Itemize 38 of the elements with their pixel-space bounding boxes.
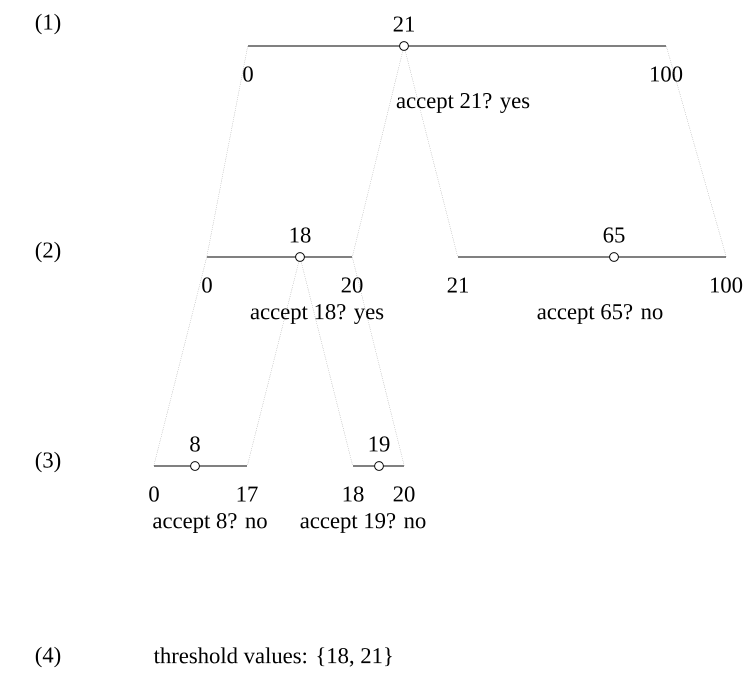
point-marker xyxy=(399,41,409,51)
decision-text: accept 21? yes xyxy=(396,93,530,113)
result-text: threshold values: {18, 21} xyxy=(154,647,392,667)
endpoint-label: 20 xyxy=(394,486,414,502)
row-number: (2) xyxy=(36,242,60,262)
point-marker xyxy=(190,461,200,471)
endpoint-label: 0 xyxy=(243,66,253,82)
guide-line xyxy=(153,256,207,466)
value-label: 19 xyxy=(370,436,390,452)
value-label: 21 xyxy=(394,16,414,32)
decision-text: accept 65? no xyxy=(538,304,662,324)
guide-line xyxy=(352,50,404,258)
endpoint-label: 21 xyxy=(448,278,468,292)
decision-text: accept 18? yes xyxy=(250,304,384,324)
decision-text: accept 8? no xyxy=(153,513,267,533)
guide-line xyxy=(404,50,458,258)
point-marker xyxy=(295,252,305,262)
value-label: 18 xyxy=(290,227,310,243)
guide-line xyxy=(247,261,300,466)
endpoint-label: 17 xyxy=(238,486,258,502)
guide-line xyxy=(206,46,248,258)
row-number: (1) xyxy=(36,14,60,34)
endpoint-label: 0 xyxy=(202,277,212,293)
endpoint-label: 100 xyxy=(651,66,682,82)
endpoint-label: 20 xyxy=(342,277,362,293)
guide-line xyxy=(352,256,405,466)
row-number: (3) xyxy=(36,452,60,472)
guide-line xyxy=(666,46,727,258)
endpoint-label: 18 xyxy=(344,486,364,502)
endpoint-label: 100 xyxy=(711,277,742,293)
guide-line xyxy=(300,261,354,466)
value-label: 65 xyxy=(604,227,624,243)
decision-text: accept 19? no xyxy=(300,513,426,533)
point-marker xyxy=(374,461,384,471)
row-number: (4) xyxy=(36,646,60,668)
point-marker xyxy=(609,252,619,262)
value-label: 8 xyxy=(190,436,200,452)
endpoint-label: 0 xyxy=(149,486,159,502)
